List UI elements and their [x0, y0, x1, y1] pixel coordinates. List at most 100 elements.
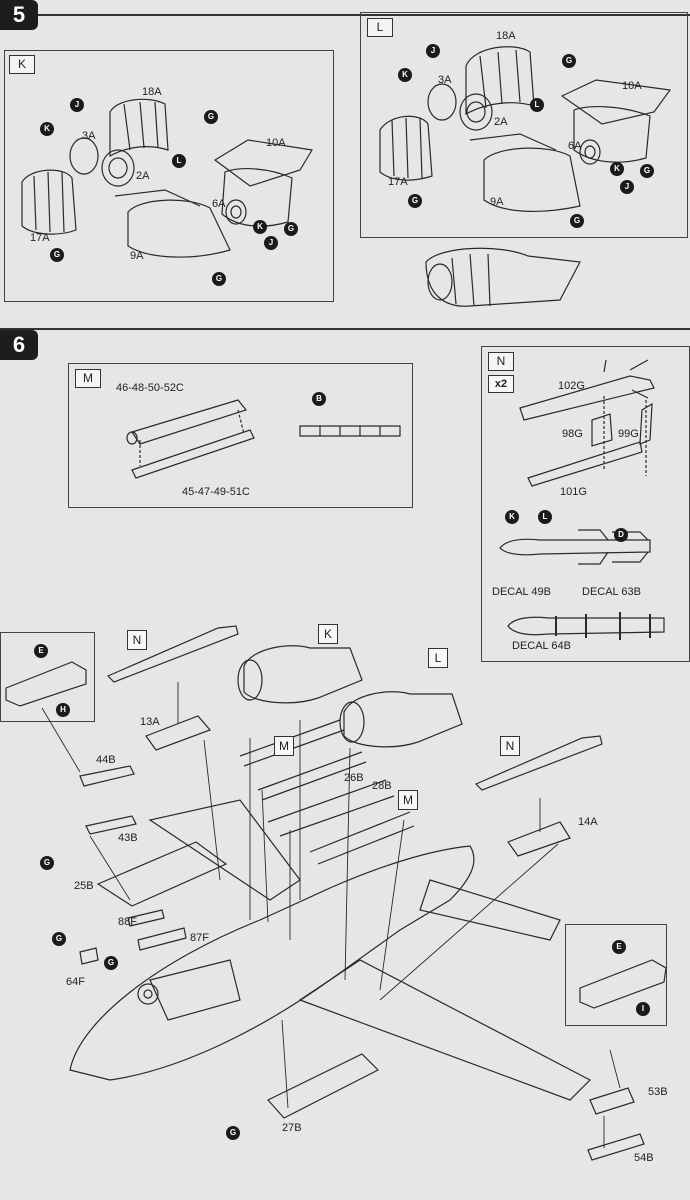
label-2a-l: 2A	[494, 116, 508, 128]
label-17a-k: 17A	[30, 232, 50, 244]
label-18a-l: 18A	[496, 30, 516, 42]
callout-g-10a-k: G	[284, 222, 298, 236]
nozzle-6a-l	[579, 139, 601, 165]
label-6a-k: 6A	[212, 198, 226, 210]
fin-99g	[639, 402, 653, 445]
fuselage	[69, 845, 475, 1081]
label-18a-k: 18A	[142, 86, 162, 98]
engine-9a-l	[483, 147, 581, 212]
label-43b: 43B	[118, 832, 138, 844]
callout-g-9a-l: G	[570, 214, 584, 228]
callout-g-17a-k: G	[50, 248, 64, 262]
inset-pod-e-i	[579, 959, 667, 1009]
wing-left	[148, 799, 301, 901]
pylon-13a	[145, 715, 212, 751]
compressor-face-2a-l	[459, 93, 493, 131]
missile-102g	[519, 375, 655, 421]
label-45c: 45-47-49-51C	[182, 486, 250, 498]
step-5-badge: 5	[0, 0, 38, 30]
label-6a-l: 6A	[568, 140, 582, 152]
label-13a: 13A	[140, 716, 160, 728]
callout-e-inset-left: E	[34, 644, 48, 658]
pod-53b	[589, 1087, 635, 1115]
label-14a: 14A	[578, 816, 598, 828]
label-26b: 26B	[344, 772, 364, 784]
label-25b: 25B	[74, 880, 94, 892]
label-3a-l: 3A	[438, 74, 452, 86]
nozzle-6a-k	[225, 199, 247, 225]
missile-assembled	[499, 538, 651, 556]
inset-pod-left	[0, 632, 95, 722]
missile-n-right	[474, 735, 603, 791]
nacelle-17a-l	[379, 115, 433, 181]
label-87f: 87F	[190, 932, 209, 944]
label-101g: 101G	[560, 486, 587, 498]
nacelle-17a-k	[21, 169, 77, 235]
panel-l-label: L	[367, 18, 393, 37]
callout-g-27b: G	[226, 1126, 240, 1140]
label-46c: 46-48-50-52C	[116, 382, 184, 394]
label-17a-l: 17A	[388, 176, 408, 188]
cockpit	[149, 959, 241, 1021]
label-98g: 98G	[562, 428, 583, 440]
panel-k-label: K	[9, 55, 35, 74]
engine-10a-k	[213, 139, 313, 187]
pod-44b	[79, 765, 135, 787]
ref-n-left: N	[127, 630, 147, 650]
callout-l-l: L	[530, 98, 544, 112]
panel-25b	[96, 841, 228, 907]
fin-98g	[591, 413, 613, 447]
callout-g-10a-l: G	[640, 164, 654, 178]
panel-l	[360, 12, 688, 238]
label-102g: 102G	[558, 380, 585, 392]
callout-i-inset-right: I	[636, 1002, 650, 1016]
engine-10a-l	[560, 79, 672, 125]
callout-h-inset-left: H	[56, 703, 70, 717]
callout-j-l: J	[426, 44, 440, 58]
label-88f: 88F	[118, 916, 137, 928]
callout-j-k: J	[70, 98, 84, 112]
callout-k-l: K	[398, 68, 412, 82]
step-6-badge: 6	[0, 330, 38, 360]
label-54b: 54B	[634, 1152, 654, 1164]
callout-g-64f: G	[52, 932, 66, 946]
missile-decal-view	[507, 616, 665, 636]
callout-g-25b: G	[40, 856, 54, 870]
panel-k	[4, 50, 334, 302]
missile-n-left	[106, 625, 239, 683]
ref-m-right: M	[398, 790, 418, 810]
label-99g: 99G	[618, 428, 639, 440]
callout-g-18a-k: G	[204, 110, 218, 124]
callout-l-n: L	[538, 510, 552, 524]
rail-set-28b	[267, 779, 415, 865]
label-decal-63: DECAL 63B	[582, 586, 641, 598]
wing-right-upper	[419, 879, 561, 941]
label-10a-k: 10A	[266, 137, 286, 149]
wing-right	[298, 959, 592, 1101]
label-53b: 53B	[648, 1086, 668, 1098]
callout-k-6a-l: K	[610, 162, 624, 176]
label-64f: 64F	[66, 976, 85, 988]
quantity-x2-badge: x2	[488, 375, 514, 393]
callout-k-k: K	[40, 122, 54, 136]
step-5-rule	[38, 14, 690, 16]
label-3a-k: 3A	[82, 130, 96, 142]
callout-b-m: B	[312, 392, 326, 406]
label-decal-64: DECAL 64B	[512, 640, 571, 652]
ref-k-main: K	[318, 624, 338, 644]
label-9a-k: 9A	[130, 250, 144, 262]
callout-g-88f: G	[104, 956, 118, 970]
label-44b: 44B	[96, 754, 116, 766]
engine-l-main	[343, 691, 463, 748]
step-6-rule	[0, 328, 690, 330]
pylon-101g	[527, 441, 643, 487]
ref-n-right: N	[500, 736, 520, 756]
part-64f	[79, 947, 99, 965]
inset-pod-e-h	[5, 661, 87, 707]
callout-e-inset-right: E	[612, 940, 626, 954]
ref-l-main: L	[428, 648, 448, 668]
callout-g-17a-l: G	[408, 194, 422, 208]
ring-3a-k	[69, 137, 99, 175]
pod-43b	[85, 815, 137, 835]
